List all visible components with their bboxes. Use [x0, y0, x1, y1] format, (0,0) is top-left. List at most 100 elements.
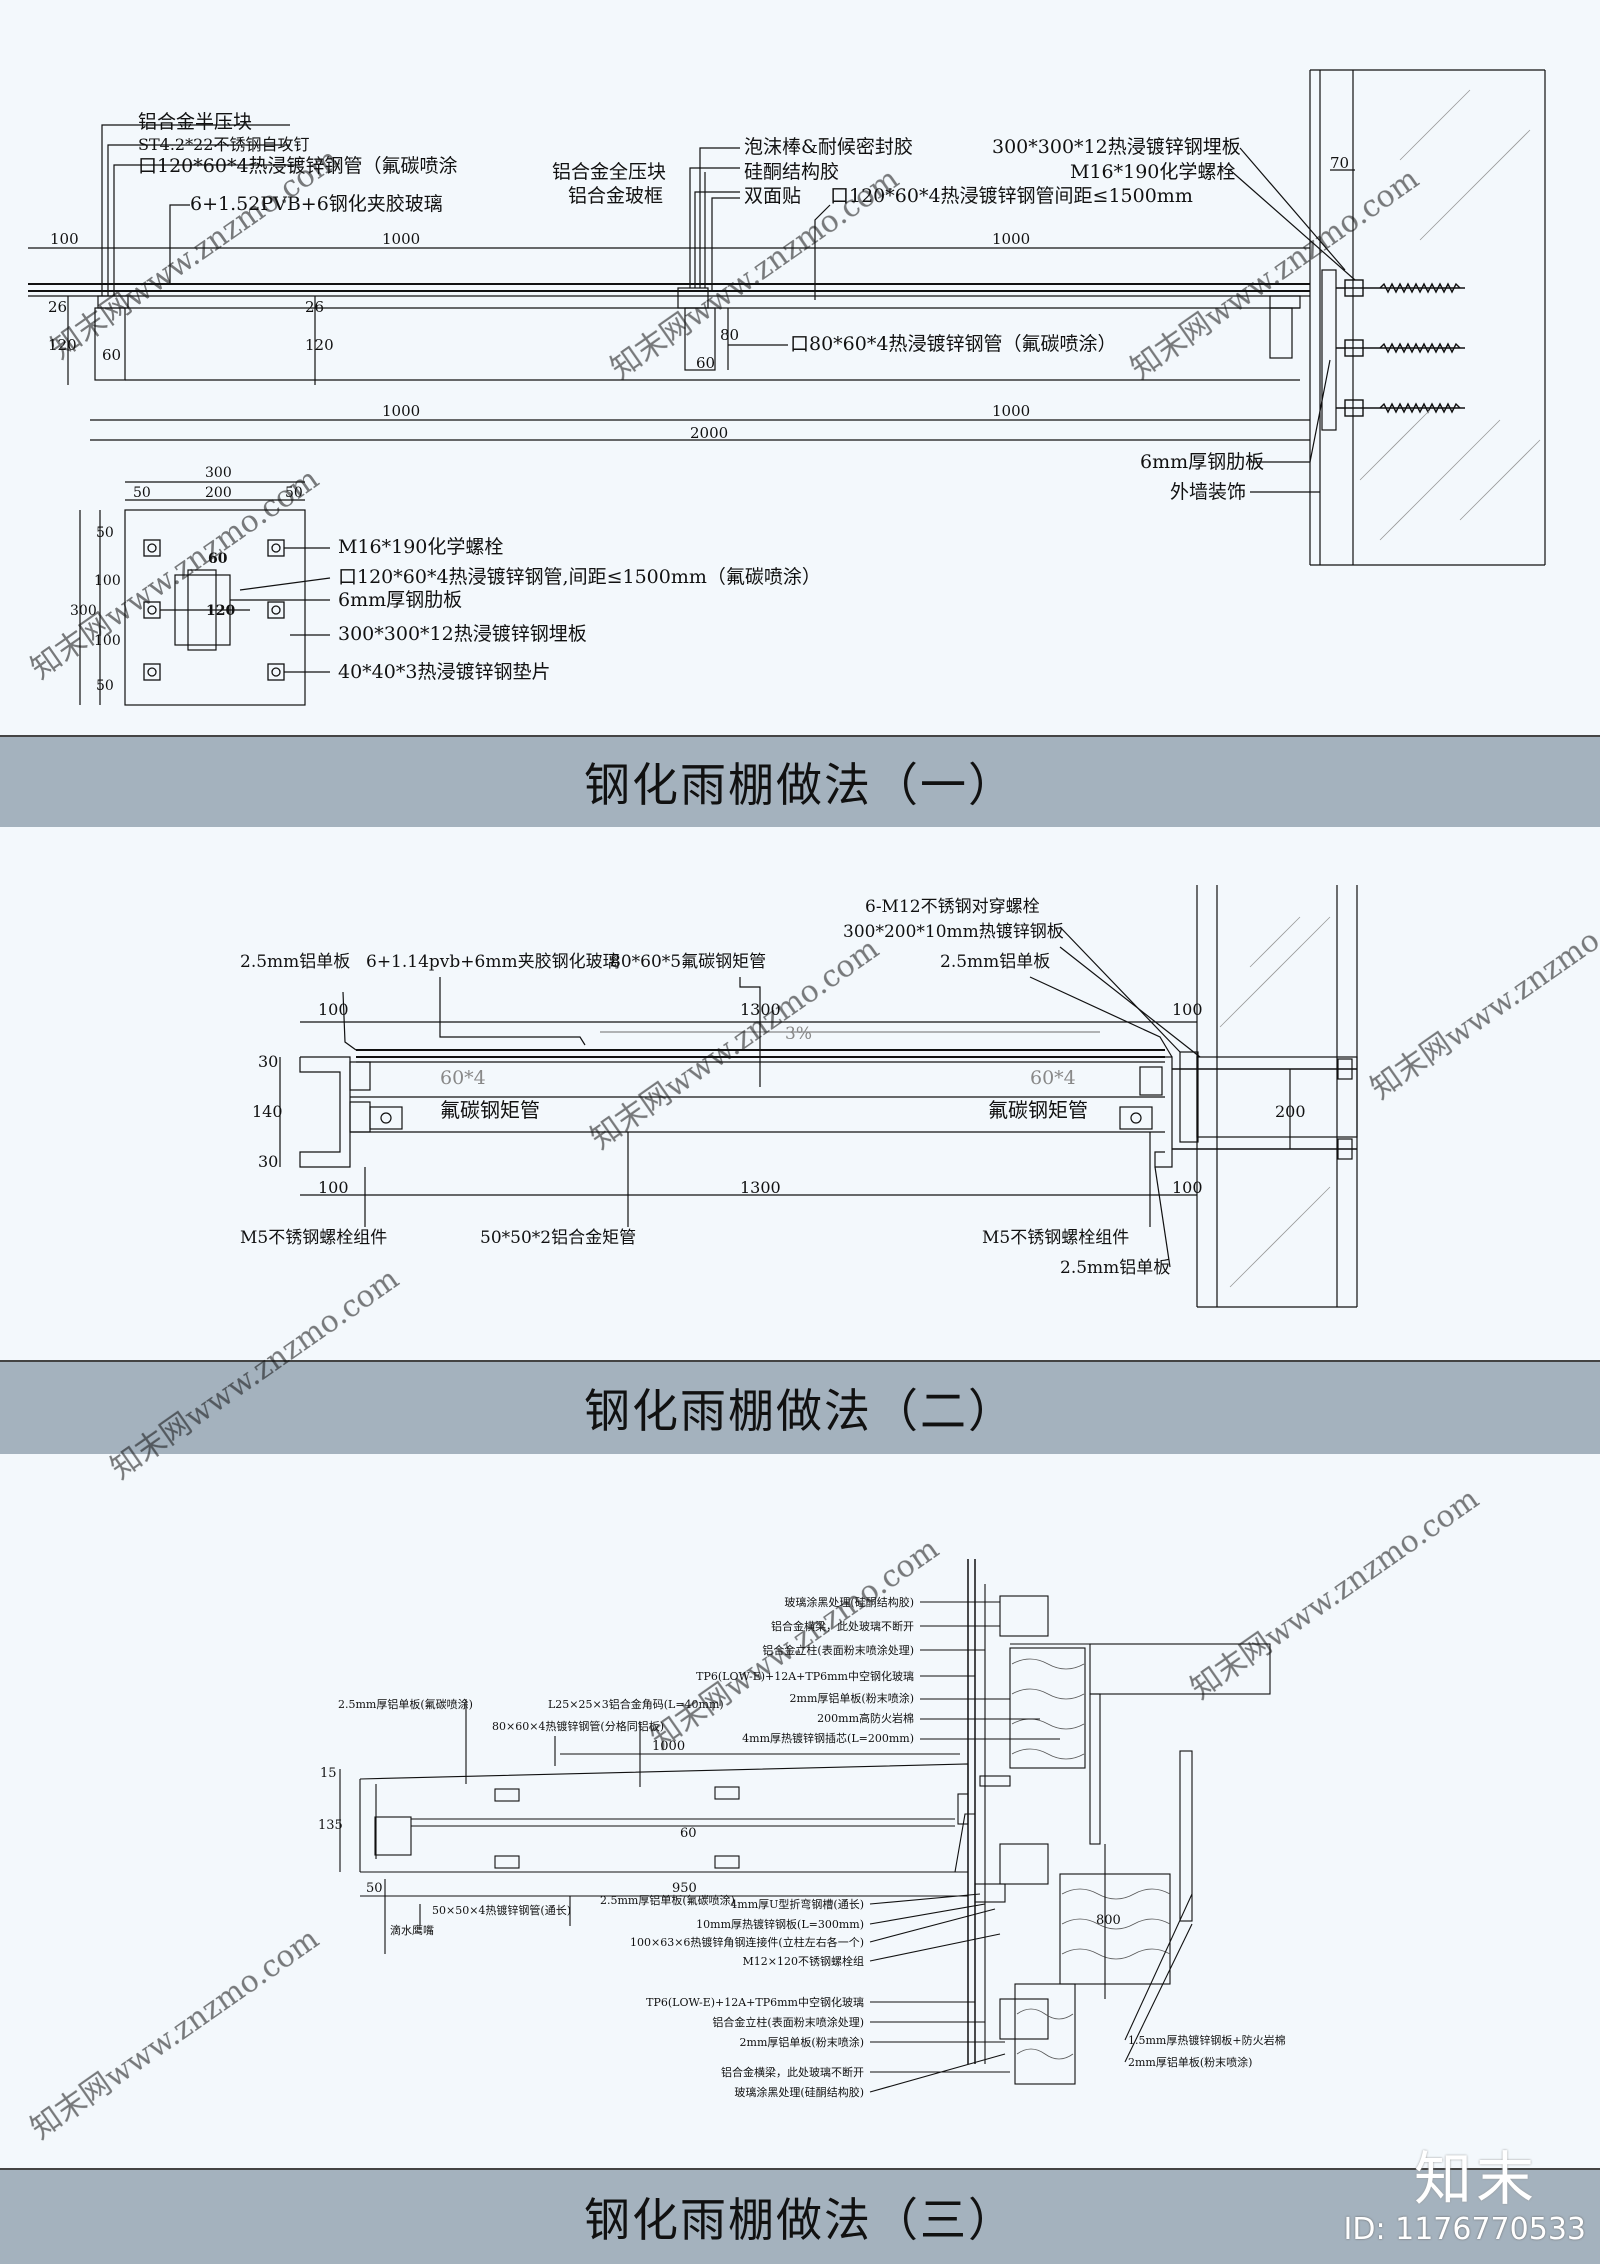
s2-label-fluoro-tube-right: 氟碳钢矩管: [988, 1098, 1088, 1122]
s3-dim-800: 800: [1096, 1913, 1121, 1928]
s3-label-r8: 4mm厚U型折弯钢槽(通长): [730, 1897, 864, 1911]
s3-label-s7: 1.5mm厚热镀锌钢板+防火岩棉: [1128, 2033, 1286, 2047]
s3-label-r1: 玻璃涂黑处理(硅酮结构胶): [784, 1595, 914, 1609]
s3-label-r12: TP6(LOW-E)+12A+TP6mm中空钢化玻璃: [646, 1995, 864, 2009]
s3-label-r10: 100×63×6热镀锌角钢连接件(立柱左右各一个): [630, 1935, 864, 1949]
s2-dim-1300a: 1300: [740, 1000, 781, 1019]
s2-label-bolts: 6-M12不锈钢对穿螺栓: [865, 897, 1040, 917]
s1-dim-1000b: 1000: [992, 230, 1030, 248]
s1-label-glass-frame: 铝合金玻框: [568, 185, 663, 207]
s3-label-s5: 2.5mm厚铝单板(氟碳喷涂): [600, 1893, 735, 1907]
s2-dim-30b: 30: [258, 1152, 278, 1171]
s1-label-chem-bolt: M16*190化学螺栓: [1070, 161, 1235, 183]
s1-label-glass: 6+1.52PVB+6钢化夹胶玻璃: [190, 193, 443, 215]
section-1-svg: 铝合金半压块 ST4.2*22不锈钢自攻钉 口120*60*4热浸镀锌钢管（氟碳…: [28, 69, 1546, 706]
section-3-title: 钢化雨棚做法（三）: [584, 2193, 1016, 2247]
s2-label-fluoro-tube-left: 氟碳钢矩管: [440, 1098, 540, 1122]
s2-label-alu-tube: 50*50*2铝合金矩管: [480, 1228, 636, 1248]
s1-detail-dim-w50a: 50: [133, 485, 151, 501]
s1-detail-label-bolt: M16*190化学螺栓: [338, 536, 503, 558]
s1-dim-26a: 26: [48, 298, 67, 316]
s1-detail-dim-w50b: 50: [285, 485, 303, 501]
s3-dim-1000: 1000: [652, 1739, 685, 1754]
s2-dim-200: 200: [1275, 1102, 1306, 1121]
s1-detail-dim-h100a: 100: [94, 573, 121, 589]
s1-dim-1000d: 1000: [992, 402, 1030, 420]
s1-label-screw: ST4.2*22不锈钢自攻钉: [138, 135, 309, 154]
s1-label-half-clamp: 铝合金半压块: [138, 111, 252, 133]
section-1-title: 钢化雨棚做法（一）: [584, 758, 1016, 812]
s3-label-r14: 2mm厚铝单板(粉末喷涂): [740, 2035, 864, 2049]
section-2-svg: 6-M12不锈钢对穿螺栓 300*200*10mm热镀锌钢板 2.5mm铝单板 …: [240, 885, 1358, 1308]
s3-label-r4: TP6(LOW-E)+12A+TP6mm中空钢化玻璃: [696, 1669, 914, 1683]
s2-label-60x4-right: 60*4: [1030, 1067, 1076, 1089]
s3-label-r16: 玻璃涂黑处理(硅酮结构胶): [734, 2085, 864, 2099]
s3-dim-135: 135: [318, 1818, 343, 1833]
s1-dim-1000c: 1000: [382, 402, 420, 420]
s1-label-foam-rod: 泡沫棒&耐候密封胶: [744, 136, 913, 158]
s2-dim-100a: 100: [318, 1000, 349, 1019]
s3-label-s3: 80×60×4热镀锌钢管(分格同铝板): [492, 1719, 664, 1733]
s1-dim-1000a: 1000: [382, 230, 420, 248]
watermark-logo: 知末: [1413, 2145, 1538, 2213]
s3-label-r15: 铝合金横梁，此处玻璃不断开: [721, 2065, 864, 2079]
s1-detail-dim-h100b: 100: [94, 633, 121, 649]
s2-label-m5-right: M5不锈钢螺栓组件: [982, 1228, 1129, 1248]
s1-dim-2000: 2000: [690, 424, 728, 442]
section-1-drawing: 铝合金半压块 ST4.2*22不锈钢自攻钉 口120*60*4热浸镀锌钢管（氟碳…: [0, 0, 1600, 735]
s1-detail-label-washer: 40*40*3热浸镀锌钢垫片: [338, 661, 550, 683]
s1-detail-dim-w200: 200: [205, 485, 232, 501]
s2-label-alu-panel-right: 2.5mm铝单板: [940, 952, 1050, 972]
s3-label-r2: 铝合金横梁，此处玻璃不断开: [771, 1619, 914, 1633]
s1-dim-60: 60: [102, 346, 121, 364]
s1-dim-60b: 60: [696, 354, 715, 372]
s2-label-glass: 6+1.14pvb+6mm夹胶钢化玻璃: [366, 952, 620, 972]
s3-label-r3: 铝合金立柱(表面粉末喷涂处理): [762, 1643, 914, 1657]
s2-label-60x4-left: 60*4: [440, 1067, 486, 1089]
section-2-drawing: 6-M12不锈钢对穿螺栓 300*200*10mm热镀锌钢板 2.5mm铝单板 …: [0, 827, 1600, 1360]
s3-label-r9: 10mm厚热镀锌钢板(L=300mm): [696, 1917, 864, 1931]
section-1-title-band: 钢化雨棚做法（一）: [0, 735, 1600, 829]
s1-dim-100: 100: [50, 230, 79, 248]
s3-label-r7: 4mm厚热镀锌钢插芯(L=200mm): [742, 1731, 914, 1745]
s1-label-tube-spacing: 口120*60*4热浸镀锌钢管间距≤1500mm: [830, 185, 1193, 207]
s2-label-alu-panel-left: 2.5mm铝单板: [240, 952, 350, 972]
s1-detail-dim-h50a: 50: [96, 525, 114, 541]
section-3-svg: 玻璃涂黑处理(硅酮结构胶) 铝合金横梁，此处玻璃不断开 铝合金立柱(表面粉末喷涂…: [318, 1559, 1286, 2099]
s1-detail-dim-t120: 120: [206, 603, 235, 619]
s1-detail-dim-h50b: 50: [96, 678, 114, 694]
s2-label-m5-left: M5不锈钢螺栓组件: [240, 1228, 387, 1248]
s2-label-steel-plate: 300*200*10mm热镀锌钢板: [843, 922, 1064, 942]
s1-label-embed-plate: 300*300*12热浸镀锌钢埋板: [992, 136, 1241, 158]
s1-detail-dim-h300: 300: [70, 603, 97, 619]
s3-dim-60: 60: [680, 1826, 697, 1841]
s3-label-r11: M12×120不锈钢螺栓组: [743, 1954, 864, 1968]
s1-label-structural-sealant: 硅酮结构胶: [744, 161, 839, 183]
s2-dim-140: 140: [252, 1102, 283, 1121]
s2-dim-30a: 30: [258, 1052, 278, 1071]
s3-label-r6: 200mm高防火岩棉: [817, 1711, 914, 1725]
s2-dim-100c: 100: [318, 1178, 349, 1197]
s3-dim-50: 50: [366, 1881, 383, 1896]
s3-label-r13: 铝合金立柱(表面粉末喷涂处理): [712, 2015, 864, 2029]
s3-label-s1: 2.5mm厚铝单板(氟碳喷涂): [338, 1697, 473, 1711]
s1-dim-120b: 120: [305, 336, 334, 354]
s3-label-s6: 滴水鹰嘴: [390, 1923, 434, 1937]
s1-detail-dim-w300: 300: [205, 465, 232, 481]
s3-dim-950: 950: [672, 1881, 697, 1896]
s1-dim-120a: 120: [48, 336, 77, 354]
s3-label-s4: 50×50×4热镀锌钢管(通长): [432, 1903, 571, 1917]
s1-label-double-tape: 双面贴: [744, 185, 801, 207]
s1-detail-label-tube: 口120*60*4热浸镀锌钢管,间距≤1500mm（氟碳喷涂）: [338, 566, 821, 588]
s1-label-steel-tube: 口120*60*4热浸镀锌钢管（氟碳喷涂: [138, 155, 458, 177]
s2-dim-100b: 100: [1172, 1000, 1203, 1019]
s2-label-alu-panel-bottom: 2.5mm铝单板: [1060, 1258, 1170, 1278]
s1-detail-label-rib: 6mm厚钢肋板: [338, 589, 462, 611]
s1-dim-26b: 26: [305, 298, 324, 316]
s3-label-s8: 2mm厚铝单板(粉末喷涂): [1128, 2055, 1252, 2069]
s2-label-slope: 3%: [785, 1024, 812, 1044]
s1-label-wall-finish: 外墙装饰: [1170, 481, 1246, 503]
section-2-title: 钢化雨棚做法（二）: [584, 1384, 1016, 1438]
s2-label-rect-tube: 80*60*5氟碳钢矩管: [610, 952, 766, 972]
s1-label-rib-plate: 6mm厚钢肋板: [1140, 451, 1264, 473]
